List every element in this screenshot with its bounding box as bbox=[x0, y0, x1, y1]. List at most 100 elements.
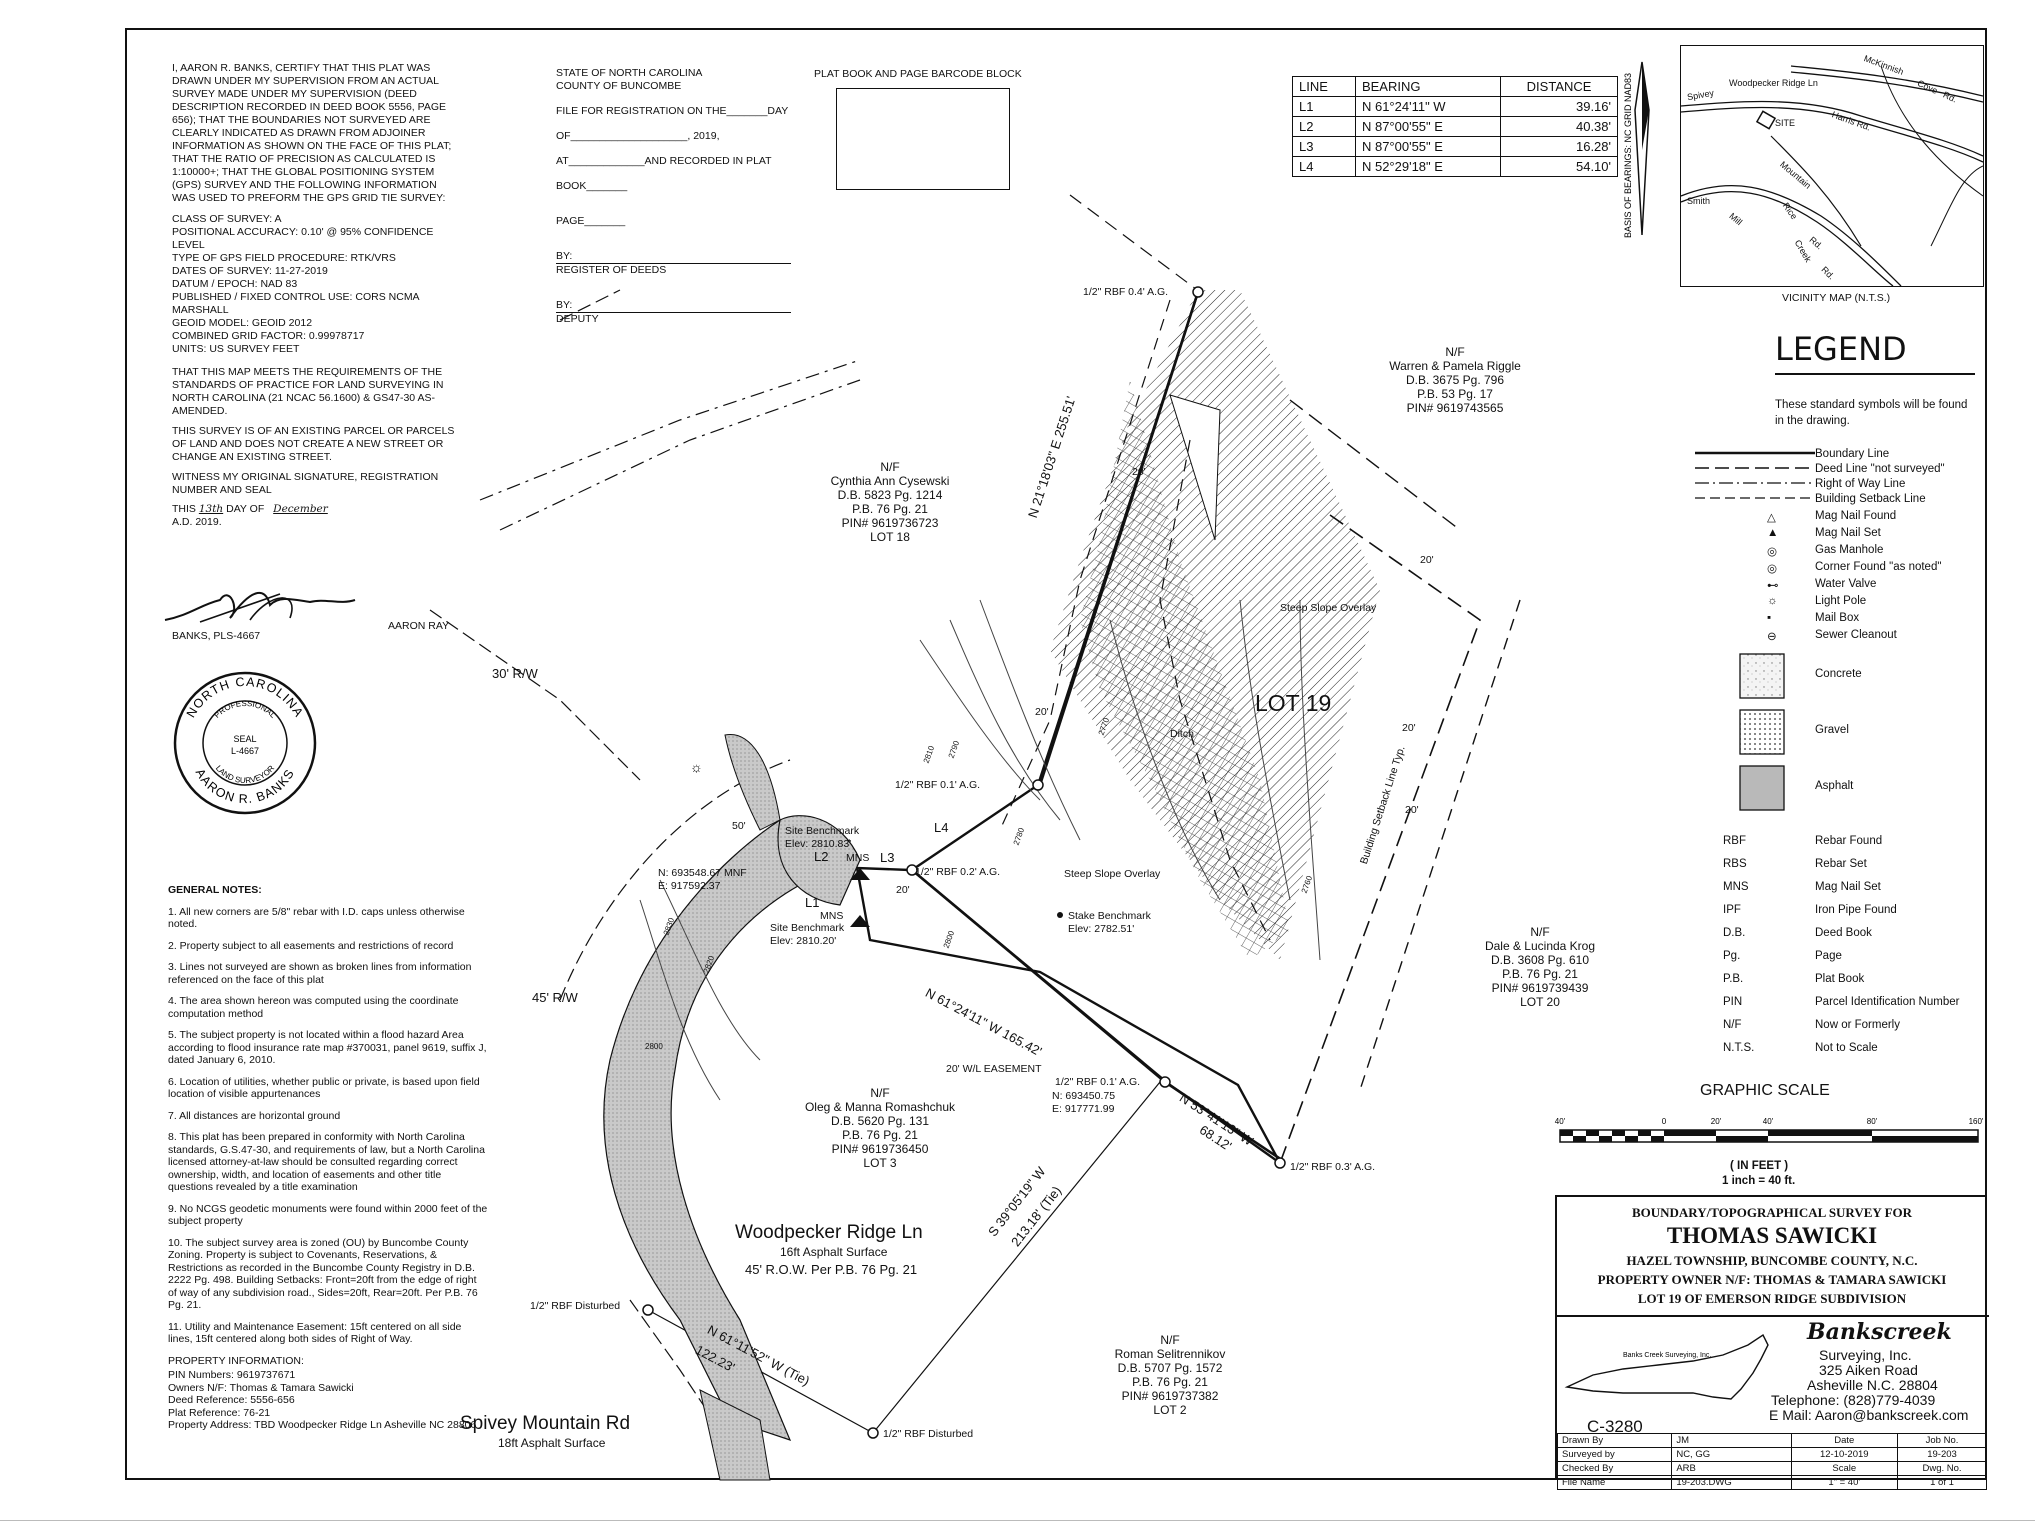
property-info: PIN Numbers: 9619737671 Owners N/F: Thom… bbox=[168, 1369, 477, 1431]
seal-number: L-4667 bbox=[231, 746, 259, 756]
abbrev-value: Parcel Identification Number bbox=[1815, 996, 1960, 1008]
water-valve-icon: ⊷ bbox=[1767, 580, 1779, 592]
row-label-45: 45' R/W bbox=[532, 990, 578, 1005]
spivey-road-surface bbox=[699, 1389, 771, 1481]
abbrev-value: Page bbox=[1815, 950, 1842, 962]
abbrev-key: IPF bbox=[1723, 904, 1741, 916]
mns-label: MNS bbox=[846, 852, 870, 864]
setback-dim: 20' bbox=[1132, 466, 1146, 478]
cell: File Name bbox=[1556, 1475, 1673, 1490]
monument-label: 1/2" RBF 0.4' A.G. bbox=[1083, 286, 1169, 298]
year-label: A.D. 2019. bbox=[172, 516, 222, 528]
road1-row: 45' R.O.W. Per P.B. 76 Pg. 21 bbox=[745, 1262, 918, 1277]
surveyor-seal: NORTH CAROLINA AARON R. BANKS PROFESSION… bbox=[173, 671, 317, 815]
note-item: 3. Lines not surveyed are shown as broke… bbox=[168, 961, 472, 986]
reg-county: COUNTY OF BUNCOMBE bbox=[556, 80, 682, 92]
hatch-void bbox=[1169, 394, 1221, 541]
coordinate-rbf: N: 693450.75 E: 917771.99 bbox=[1052, 1090, 1116, 1115]
legend-row-line: Right of Way Line bbox=[1815, 478, 1906, 490]
title-client: THOMAS SAWICKI bbox=[1666, 1223, 1878, 1248]
setback-line-inner bbox=[1159, 439, 1271, 941]
abbrev-row: D.B.Deed Book bbox=[1723, 922, 1959, 945]
this-label: THIS bbox=[172, 503, 196, 515]
company-logo-text: Bankscreek bbox=[1807, 1319, 1952, 1345]
abbrev-row: N.T.S.Not to Scale bbox=[1723, 1037, 1959, 1060]
boundary-line-southeast bbox=[1164, 1080, 1283, 1162]
reg-state: STATE OF NORTH CAROLINA bbox=[556, 67, 703, 79]
scale-in-feet: ( IN FEET ) bbox=[1730, 1160, 1789, 1172]
company-address2: Asheville N.C. 28804 bbox=[1807, 1377, 1938, 1393]
note-item: 1. All new corners are 5/8" rebar with I… bbox=[168, 905, 465, 931]
monument-rbf-disturbed2 bbox=[867, 1427, 879, 1439]
vicinity-label: Smith bbox=[1687, 196, 1711, 206]
mns-label: MNS bbox=[820, 910, 844, 922]
note-item: 10. The subject survey area is zoned (OU… bbox=[168, 1236, 478, 1312]
legend-concrete: Concrete bbox=[1815, 668, 1862, 680]
overlay-label: Steep Slope Overlay bbox=[1280, 602, 1377, 614]
contour-lines bbox=[639, 599, 1321, 1101]
scale-tick: 40' bbox=[1555, 1117, 1566, 1126]
abbrev-value: Deed Book bbox=[1815, 927, 1872, 939]
cell: N 87°00'55" E bbox=[1354, 116, 1502, 137]
abbrev-value: Now or Formerly bbox=[1815, 1019, 1900, 1031]
setback-dim: 20' bbox=[1035, 706, 1049, 718]
vicinity-caption: VICINITY MAP (N.T.S.) bbox=[1782, 292, 1891, 304]
row-line-curve bbox=[559, 759, 791, 1001]
ditch-label: Ditch bbox=[1170, 728, 1194, 740]
abbrev-row: Pg.Page bbox=[1723, 945, 1959, 968]
day-of-label: DAY OF bbox=[226, 503, 265, 515]
legend-setback-line: Building Setback Line bbox=[1815, 493, 1926, 505]
monument-label: 1/2" RBF 0.1' A.G. bbox=[1055, 1076, 1141, 1088]
title-line1: BOUNDARY/TOPOGRAPHICAL SURVEY FOR bbox=[1631, 1205, 1913, 1220]
page-bottom-rule bbox=[0, 1520, 2035, 1521]
drive-surface bbox=[724, 733, 781, 831]
abbrev-value: Mag Nail Set bbox=[1815, 881, 1881, 893]
legend-symbol: Corner Found "as noted" bbox=[1815, 561, 1942, 573]
row-line-north2 bbox=[499, 379, 861, 531]
deed-line-north bbox=[1069, 194, 1201, 293]
lot-label: LOT 19 bbox=[1255, 690, 1332, 716]
month-value: December bbox=[273, 503, 328, 515]
basis-of-bearings: BASIS OF BEARINGS: NC GRID NAD83 bbox=[1623, 73, 1633, 238]
seal-label: SEAL bbox=[233, 734, 256, 744]
deed-line-northeast bbox=[1289, 399, 1461, 531]
easement-label: 20' W/L EASEMENT bbox=[946, 1063, 1042, 1075]
this-day-line: THIS 13th DAY OF December bbox=[172, 503, 328, 516]
road2-name: Spivey Mountain Rd bbox=[460, 1413, 631, 1434]
mag-nail-set-icon bbox=[850, 915, 870, 927]
legend-symbol: Mag Nail Set bbox=[1815, 527, 1881, 539]
stake-benchmark: Stake Benchmark Elev: 2782.51' bbox=[1068, 910, 1151, 935]
company-phone: Telephone: (828)779-4039 bbox=[1771, 1392, 1936, 1408]
legend-symbol: Gas Manhole bbox=[1815, 544, 1884, 556]
monument-rbf-01b bbox=[1159, 1076, 1171, 1088]
existing-parcel-text: THIS SURVEY IS OF AN EXISTING PARCEL OR … bbox=[172, 425, 455, 463]
row-line-south bbox=[629, 1299, 721, 1431]
note-item: 7. All distances are horizontal ground bbox=[168, 1109, 341, 1122]
reg-at: AT_____________AND RECORDED IN PLAT bbox=[556, 155, 772, 167]
legend-symbol: Light Pole bbox=[1815, 595, 1867, 607]
company-address1: 325 Aiken Road bbox=[1819, 1362, 1918, 1378]
abbrev-row: N/F Now or Formerly bbox=[1723, 1014, 1959, 1037]
mag-nail-set-icon: ▲ bbox=[1767, 527, 1779, 539]
steep-slope-crosshatch bbox=[1080, 380, 1290, 960]
abbrev-key: N/F bbox=[1723, 1019, 1742, 1031]
title-block: BOUNDARY/TOPOGRAPHICAL SURVEY FOR THOMAS… bbox=[1555, 1195, 1989, 1490]
scale-ratio: 1 inch = 40 ft. bbox=[1722, 1175, 1796, 1187]
monument-label: 1/2" RBF Disturbed bbox=[883, 1428, 974, 1440]
signer-left: BANKS, PLS-4667 bbox=[172, 630, 261, 642]
abbrev-value: Rebar Found bbox=[1815, 835, 1883, 847]
barcode-block-label: PLAT BOOK AND PAGE BARCODE BLOCK bbox=[814, 68, 1022, 80]
line-tag: L1 bbox=[805, 895, 820, 910]
monument-label: 1/2" RBF 0.3' A.G. bbox=[1290, 1161, 1376, 1173]
mail-box-icon: ▪ bbox=[1767, 612, 1772, 624]
monument-label: 1/2" RBF 0.1' A.G. bbox=[895, 779, 981, 791]
witness-text: WITNESS MY ORIGINAL SIGNATURE, REGISTRAT… bbox=[172, 471, 439, 496]
reg-of: OF____________________, 2019, bbox=[556, 130, 720, 142]
boundary-line-north bbox=[1038, 291, 1200, 786]
